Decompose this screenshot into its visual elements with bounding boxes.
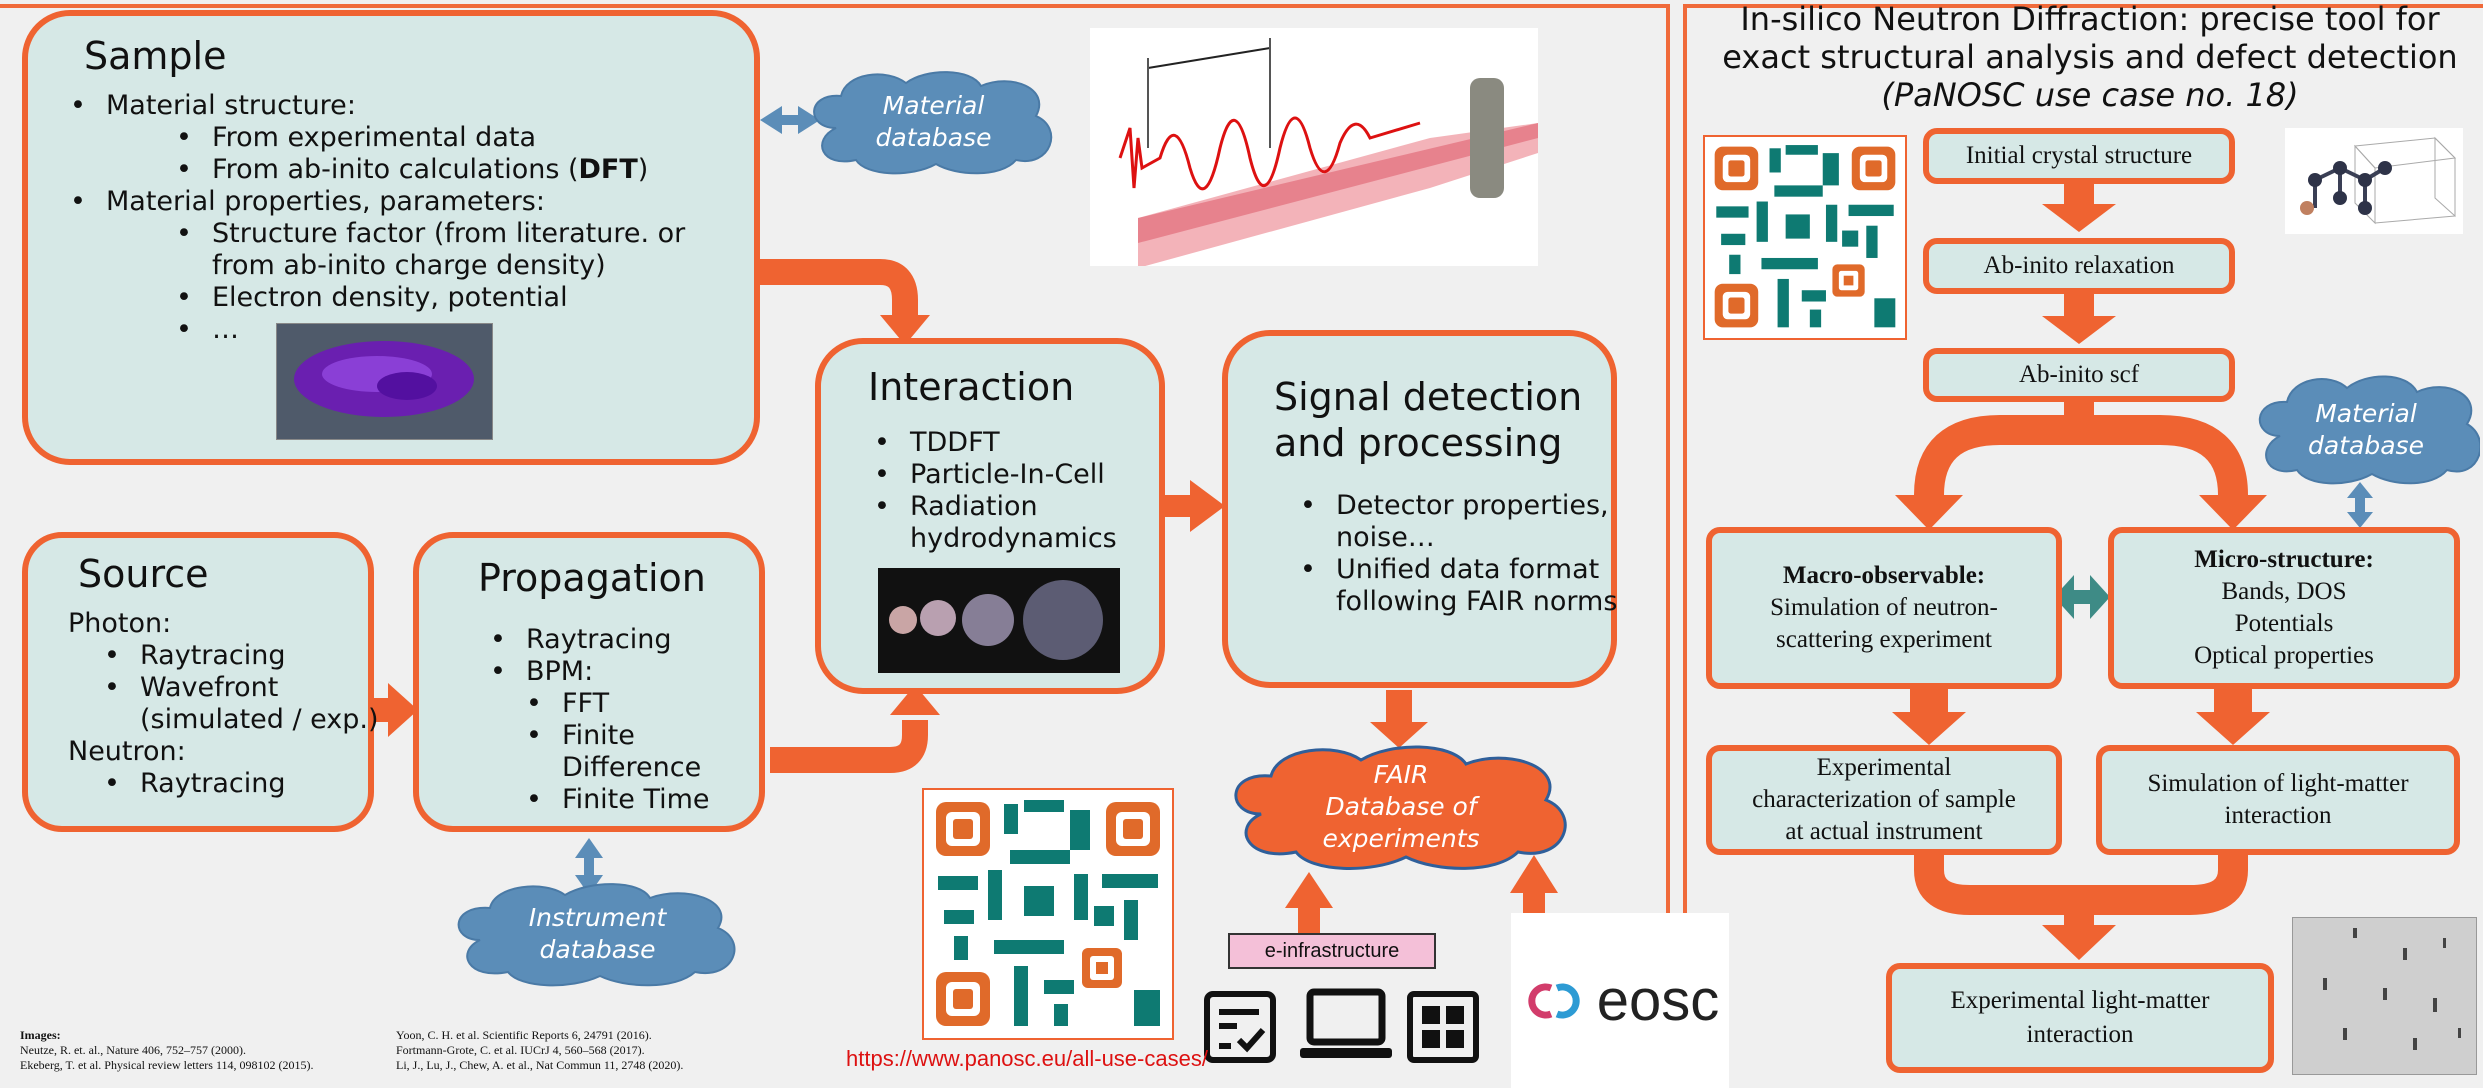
qr-code-icon [922, 788, 1174, 1040]
sample-title: Sample [84, 34, 227, 78]
ab-inito-scf-box: Ab-inito scf [1923, 348, 2235, 402]
interaction-list: TDDFT Particle-In-Cell Radiation hydrody… [874, 427, 1117, 555]
material-properties-label: Material properties, parameters [106, 186, 536, 217]
e-infrastructure-label: e-infrastructure [1228, 933, 1436, 969]
interaction-title: Interaction [868, 365, 1075, 409]
source-list: Photon: Raytracing Wavefront(simulated /… [68, 608, 379, 800]
panosc-url-link[interactable]: https://www.panosc.eu/all-use-cases/ [846, 1046, 1208, 1071]
plasma-expansion-image [878, 568, 1120, 673]
simulation-light-matter-box: Simulation of light-matter interaction [2096, 745, 2460, 855]
image-citations-col1: Images: Neutze, R. et. al., Nature 406, … [20, 1028, 314, 1072]
sample-list: Material structure: From experimental da… [70, 90, 760, 346]
experimental-light-matter-box: Experimental light-matter interaction [1886, 963, 2274, 1073]
micro-structure-box: Micro-structure: Bands, DOS Potentials O… [2108, 527, 2460, 689]
eosc-logo: eosc [1511, 913, 1729, 1088]
right-title: In-silico Neutron Diffraction: precise t… [1722, 0, 2458, 114]
experimental-characterization-box: Experimental characterization of sample … [1706, 745, 2062, 855]
right-panel [1683, 4, 2483, 1088]
propagation-title: Propagation [478, 556, 706, 600]
signal-list: Detector properties,noise… Unified data … [1300, 490, 1617, 618]
grid-apps-icon [1406, 990, 1480, 1064]
image-citations-col2: Yoon, C. H. et al. Scientific Reports 6,… [396, 1028, 684, 1072]
from-experimental: From experimental data [212, 122, 536, 153]
crystal-structure-image [2285, 128, 2463, 234]
diffraction-pattern-image [2292, 917, 2477, 1075]
ab-inito-relaxation-box: Ab-inito relaxation [1923, 238, 2235, 294]
source-title: Source [78, 552, 209, 596]
left-panel [0, 4, 1670, 1088]
initial-crystal-structure-box: Initial crystal structure [1923, 128, 2235, 184]
macro-observable-box: Macro-observable: Simulation of neutron-… [1706, 527, 2062, 689]
checklist-icon [1203, 990, 1277, 1064]
laptop-icon [1298, 988, 1394, 1064]
laser-pulse-image [1090, 28, 1538, 268]
material-structure-label: Material structure [106, 90, 347, 121]
qr-code-icon-right [1703, 135, 1907, 340]
sample-density-image [276, 323, 493, 440]
